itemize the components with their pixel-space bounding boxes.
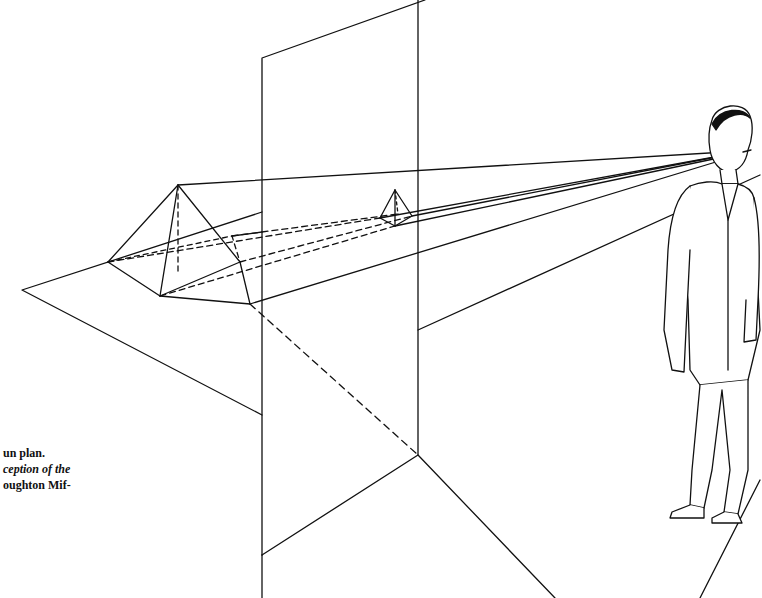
picture-plane	[262, 0, 425, 555]
observer-figure	[664, 106, 760, 523]
caption-fragment: un plan.	[3, 446, 45, 460]
caption-fragment: oughton Mif-	[3, 478, 71, 492]
sight-lines	[108, 151, 742, 455]
pyramid	[108, 185, 262, 304]
caption-fragment: ception of the	[3, 462, 70, 476]
ground-plane	[22, 175, 760, 598]
